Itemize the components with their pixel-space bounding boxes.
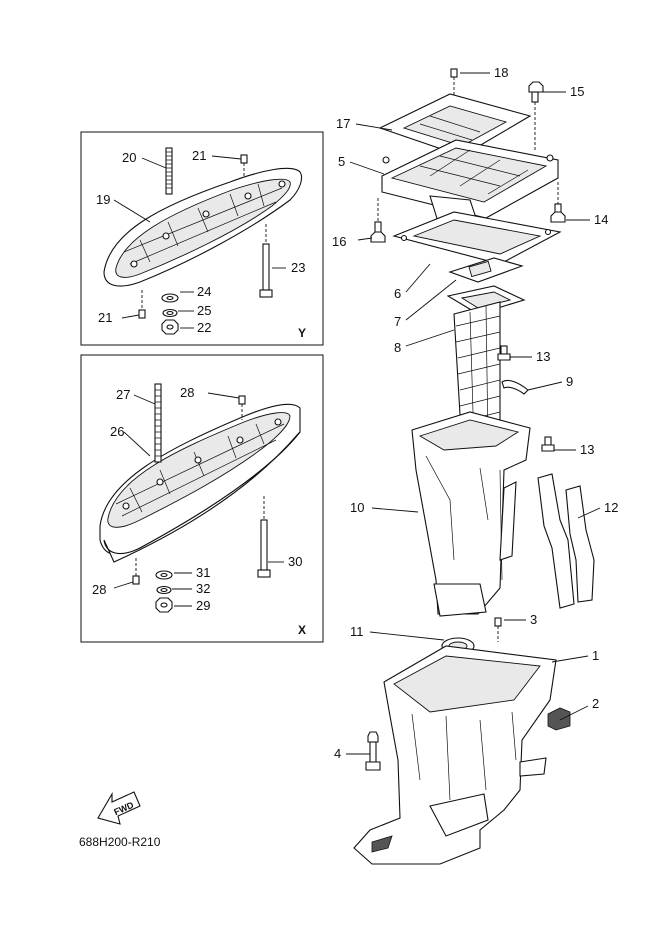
callout-26: 26 xyxy=(110,424,124,439)
callout-13: 13 xyxy=(536,349,550,364)
inset-y-dowel-bottom xyxy=(138,290,146,319)
part-7-gasket xyxy=(448,257,524,283)
part-16-bolt xyxy=(370,198,386,243)
callout-4: 4 xyxy=(334,746,341,761)
callout-30: 30 xyxy=(288,554,302,569)
inset-x-plate-part xyxy=(99,403,301,563)
callout-8: 8 xyxy=(394,340,401,355)
part-3-dowel xyxy=(494,617,502,642)
callout-28: 28 xyxy=(92,582,106,597)
callout-9: 9 xyxy=(566,374,573,389)
part-2-cover xyxy=(547,707,571,731)
part-9-clip xyxy=(501,379,529,395)
callout-23: 23 xyxy=(291,260,305,275)
part-6-gasket xyxy=(392,211,562,265)
inset-x-bolt-part xyxy=(257,496,271,578)
drawing-code: 688H200-R210 xyxy=(79,835,161,849)
callout-14: 14 xyxy=(594,212,608,227)
fwd-arrow: FWD xyxy=(97,791,141,825)
callout-1: 1 xyxy=(592,648,599,663)
part-10-housing xyxy=(411,411,531,617)
callout-29: 29 xyxy=(196,598,210,613)
callout-20: 20 xyxy=(122,150,136,165)
callout-27: 27 xyxy=(116,387,130,402)
part-8-exhaust-pipe xyxy=(446,285,526,449)
callout-24: 24 xyxy=(197,284,211,299)
main-assembly: 18 15 17 5 16 14 6 7 8 13 9 13 10 12 3 1… xyxy=(332,65,618,865)
callout-15: 15 xyxy=(570,84,584,99)
part-1-upper-casing xyxy=(353,645,557,865)
callout-25: 25 xyxy=(197,303,211,318)
inset-y-dowel-top xyxy=(240,154,248,178)
callout-5: 5 xyxy=(338,154,345,169)
callout-6: 6 xyxy=(394,286,401,301)
inset-x-tag: X xyxy=(298,623,306,637)
part-17-gasket xyxy=(378,93,532,157)
inset-y-frame xyxy=(80,131,324,346)
inset-y: 20 19 21 23 24 25 22 21 Y xyxy=(80,131,324,346)
part-15-bolt xyxy=(528,81,544,150)
inset-y-plate-part xyxy=(103,167,303,287)
part-12-gasket xyxy=(537,473,595,609)
part-4-bolt xyxy=(365,731,381,771)
part-13-bolt-upper xyxy=(497,345,511,361)
inset-y-tag: Y xyxy=(298,326,306,340)
inset-x-dowel-bottom xyxy=(132,558,140,585)
callout-21: 21 xyxy=(192,148,206,163)
inset-y-bolt-part xyxy=(259,224,273,298)
callout-7: 7 xyxy=(394,314,401,329)
callout-13: 13 xyxy=(580,442,594,457)
part-14-bolt xyxy=(550,182,566,223)
part-18-dowel xyxy=(450,68,458,96)
callout-21: 21 xyxy=(98,310,112,325)
callout-32: 32 xyxy=(196,581,210,596)
callout-31: 31 xyxy=(196,565,210,580)
callout-28: 28 xyxy=(180,385,194,400)
inset-x-dowel-top xyxy=(238,395,246,420)
callout-10: 10 xyxy=(350,500,364,515)
callout-11: 11 xyxy=(350,624,364,639)
callout-12: 12 xyxy=(604,500,618,515)
callout-3: 3 xyxy=(530,612,537,627)
inset-x-frame xyxy=(80,354,324,643)
callout-17: 17 xyxy=(336,116,350,131)
inset-y-stud-part xyxy=(165,147,173,195)
callout-18: 18 xyxy=(494,65,508,80)
inset-x: 27 26 28 30 31 32 29 28 X xyxy=(80,354,324,643)
part-13-bolt-lower xyxy=(541,436,555,452)
callout-19: 19 xyxy=(96,192,110,207)
callout-22: 22 xyxy=(197,320,211,335)
callout-2: 2 xyxy=(592,696,599,711)
inset-x-stud-part xyxy=(154,383,162,463)
callout-16: 16 xyxy=(332,234,346,249)
